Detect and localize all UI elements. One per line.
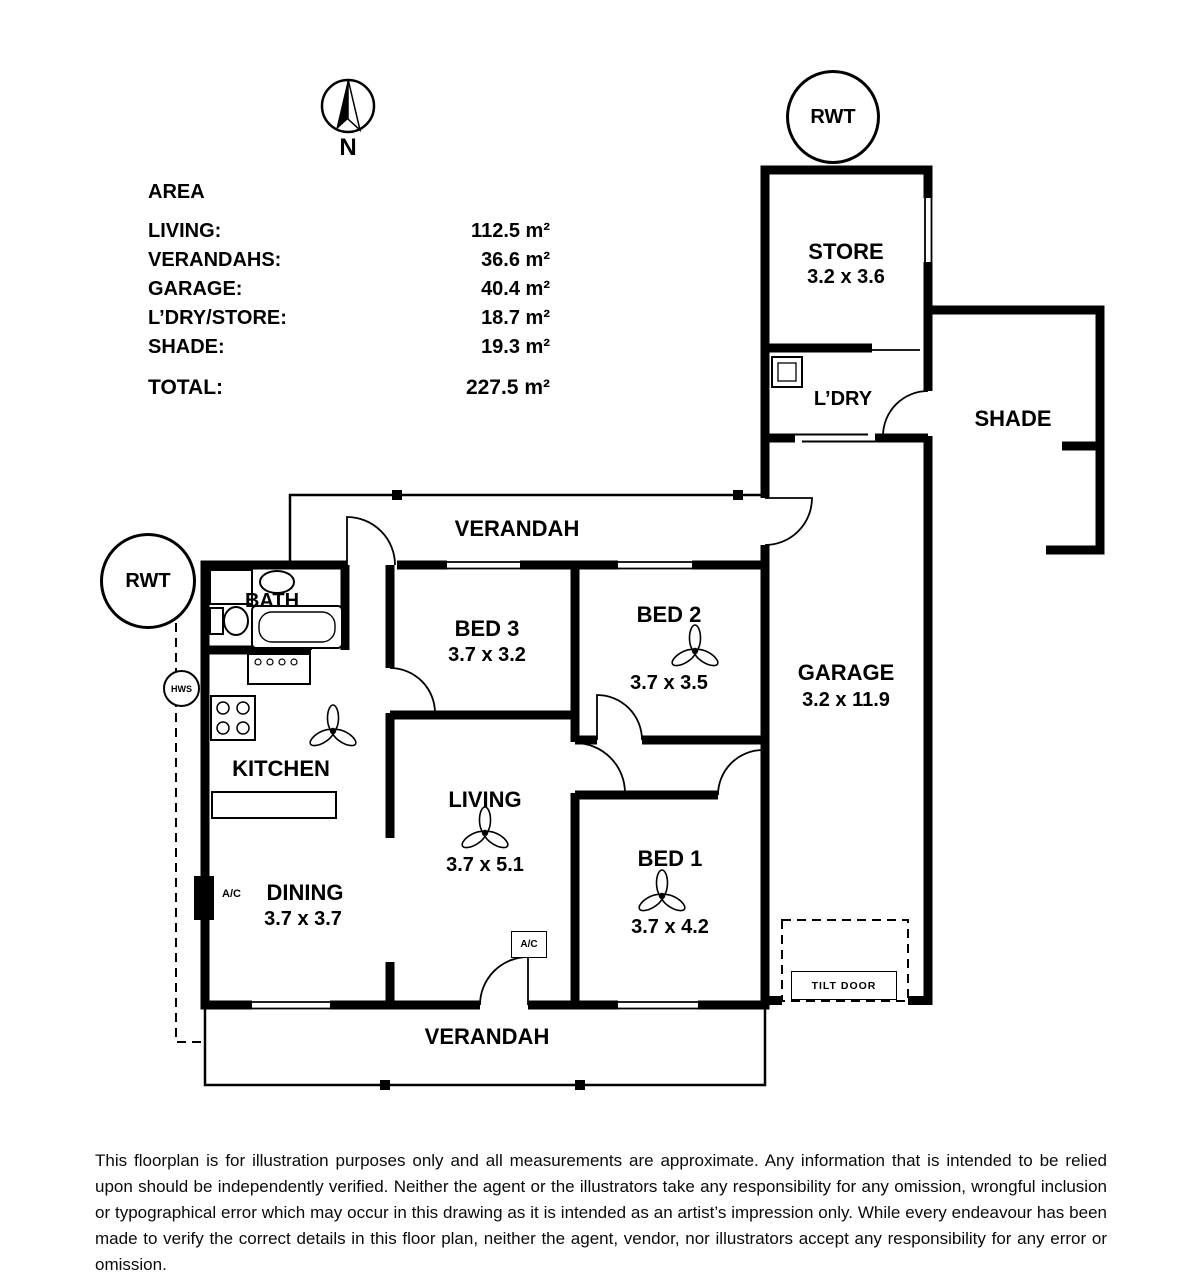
- room-label-dining: DINING: [266, 880, 344, 905]
- area-total-label: TOTAL:: [148, 376, 224, 399]
- ac-label-left: A/C: [222, 888, 241, 900]
- area-row-value: 36.6 m²: [481, 249, 550, 271]
- room-label-bed3: BED 3: [454, 616, 520, 641]
- room-size-store: 3.2 x 3.6: [807, 266, 885, 288]
- area-row-value: 19.3 m²: [481, 336, 550, 358]
- room-label-verandah-top: VERANDAH: [454, 516, 580, 541]
- area-row-total: TOTAL: 227.5 m²: [148, 373, 550, 402]
- compass-north-label: N: [339, 134, 357, 161]
- area-row-label: L’DRY/STORE:: [148, 307, 287, 329]
- washing-machine-icon: [771, 356, 803, 388]
- ceiling-fan-icon: [638, 869, 686, 912]
- area-table-title: AREA: [148, 181, 205, 203]
- room-size-dining: 3.7 x 3.7: [264, 908, 342, 930]
- area-row-value: 112.5 m²: [471, 220, 550, 242]
- sliding-door: [795, 433, 875, 443]
- bath-fixtures: [209, 569, 343, 649]
- rainwater-tank-left: RWT: [100, 533, 196, 629]
- area-row-value: 40.4 m²: [481, 278, 550, 300]
- area-row-label: LIVING:: [148, 220, 222, 242]
- area-row-garage: GARAGE: 40.4 m²: [148, 275, 550, 304]
- area-row-value: 18.7 m²: [481, 307, 550, 329]
- room-size-bed2: 3.7 x 3.5: [630, 672, 708, 694]
- room-label-verandah-bottom: VERANDAH: [424, 1024, 550, 1049]
- area-row-label: GARAGE:: [148, 278, 243, 300]
- area-row-label: VERANDAHS:: [148, 249, 282, 271]
- disclaimer-text: This floorplan is for illustration purpo…: [95, 1151, 1107, 1274]
- room-label-garage: GARAGE: [797, 660, 895, 685]
- rainwater-tank-top: RWT: [786, 70, 880, 164]
- verandah-posts: [380, 490, 743, 1090]
- ac-label-bottom: A/C: [511, 931, 547, 958]
- room-label-bath: BATH: [244, 590, 300, 612]
- room-size-bed3: 3.7 x 3.2: [448, 644, 526, 666]
- verandah-outline: [203, 493, 767, 1087]
- room-label-store: STORE: [808, 239, 884, 264]
- dashed-boundary: [175, 563, 909, 1043]
- room-size-garage: 3.2 x 11.9: [802, 689, 890, 711]
- area-row-shade: SHADE: 19.3 m²: [148, 333, 550, 362]
- room-label-bed2: BED 2: [636, 602, 702, 627]
- room-label-ldry: L’DRY: [813, 388, 873, 410]
- ac-unit-icon: [194, 876, 214, 920]
- area-table: AREA LIVING: 112.5 m² VERANDAHS: 36.6 m²…: [148, 181, 550, 402]
- area-row-ldry-store: L’DRY/STORE: 18.7 m²: [148, 304, 550, 333]
- ceiling-fan-icon: [309, 704, 357, 747]
- compass-icon: [320, 78, 376, 134]
- room-size-bed1: 3.7 x 4.2: [631, 916, 709, 938]
- ceiling-fan-icon: [671, 624, 719, 667]
- ceiling-fan-icon: [461, 806, 509, 849]
- room-label-kitchen: KITCHEN: [232, 756, 330, 781]
- walls: [200, 165, 1105, 1010]
- area-row-living: LIVING: 112.5 m²: [148, 217, 550, 246]
- room-label-bed1: BED 1: [637, 846, 703, 871]
- windows: [252, 198, 933, 1010]
- room-size-living: 3.7 x 5.1: [446, 854, 524, 876]
- area-total-value: 227.5 m²: [465, 376, 550, 399]
- area-row-label: SHADE:: [148, 336, 225, 358]
- room-label-living: LIVING: [448, 787, 522, 812]
- hot-water-service-badge: HWS: [163, 670, 200, 707]
- room-label-shade: SHADE: [974, 406, 1052, 431]
- tilt-door-label: TILT DOOR: [791, 971, 897, 1000]
- area-row-verandahs: VERANDAHS: 36.6 m²: [148, 246, 550, 275]
- kitchen-fixtures: [210, 653, 337, 819]
